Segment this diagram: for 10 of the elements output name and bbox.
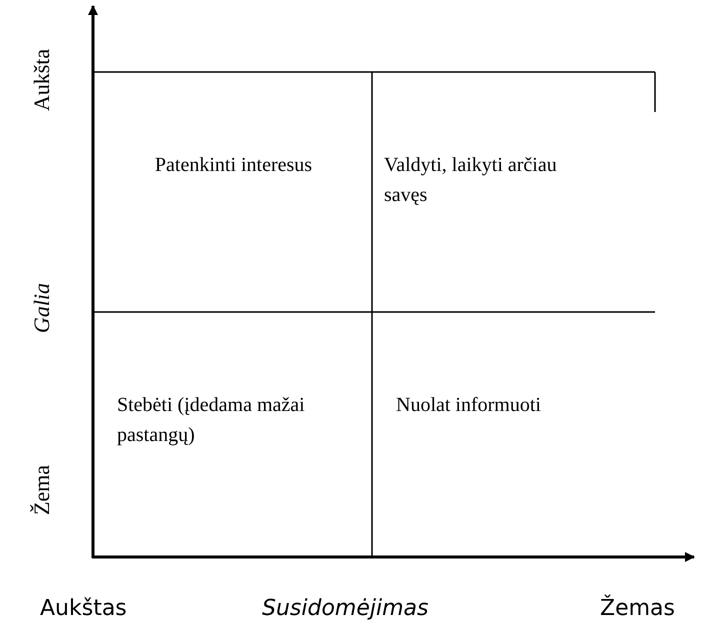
axis-level-label: Aukšta xyxy=(29,48,56,112)
quadrant-text: Valdyti, laikyti arčiau savęs xyxy=(384,153,558,208)
axis-level-label: Žemas xyxy=(600,596,675,620)
axis-title: Galia xyxy=(29,282,56,334)
quadrant-text: Nuolat informuoti xyxy=(396,393,541,418)
quadrant-text: Stebėti (įdedama mažai pastangų) xyxy=(117,393,306,448)
axis-level-label: Žema xyxy=(29,464,56,516)
quadrant-text: Patenkinti interesus xyxy=(154,153,312,178)
axis-level-label: Aukštas xyxy=(40,596,127,620)
axis-title: Susidomėjimas xyxy=(262,596,428,620)
